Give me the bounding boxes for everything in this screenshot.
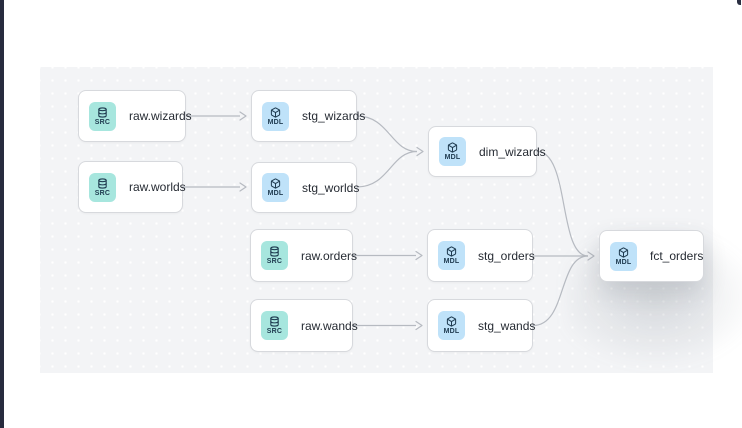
database-icon	[97, 177, 108, 189]
node-label: raw.wands	[301, 318, 358, 333]
edge-stg_worlds-to-dim_wizards	[356, 150, 418, 188]
node-label: raw.worlds	[129, 180, 186, 194]
node-raw_worlds[interactable]: SRC raw.worlds	[78, 161, 186, 213]
badge-label: MDL	[443, 258, 460, 265]
mdl-badge: MDL	[438, 241, 465, 270]
badge-label: MDL	[443, 328, 460, 335]
cube-icon	[446, 246, 457, 257]
arrowhead-icon	[587, 251, 595, 261]
cube-icon	[270, 106, 281, 118]
arrowhead-icon	[415, 250, 423, 261]
node-raw_orders[interactable]: SRC raw.orders	[250, 229, 357, 282]
node-label: dim_wizards	[479, 144, 546, 159]
cube-icon	[447, 142, 458, 153]
badge-label: SRC	[94, 118, 111, 126]
badge-label: MDL	[444, 154, 461, 161]
edge-stg_wizards-to-dim_wizards	[356, 115, 418, 153]
src-badge: SRC	[89, 172, 116, 202]
corner-artifact	[737, 0, 741, 5]
node-raw_wizards[interactable]: SRC raw.wizards	[78, 90, 192, 142]
arrowhead-icon	[239, 182, 247, 192]
node-label: stg_wands	[478, 318, 536, 333]
cube-icon	[446, 316, 457, 327]
edge-dim_wizards-to-fct_orders	[536, 150, 589, 257]
badge-label: MDL	[267, 190, 284, 197]
database-icon	[269, 316, 280, 327]
node-stg_worlds[interactable]: MDL stg_worlds	[251, 162, 360, 213]
badge-label: SRC	[266, 328, 283, 335]
arrowhead-icon	[416, 146, 424, 157]
cube-icon	[618, 246, 629, 258]
src-badge: SRC	[261, 311, 288, 340]
node-label: stg_wizards	[302, 109, 366, 123]
database-icon	[97, 106, 108, 118]
node-stg_wands[interactable]: MDL stg_wands	[427, 299, 536, 352]
mdl-badge: MDL	[439, 137, 466, 166]
mdl-badge: MDL	[262, 101, 289, 131]
edge-stg_wands-to-fct_orders	[532, 255, 589, 327]
window-left-edge	[0, 0, 4, 428]
node-dim_wizards[interactable]: MDL dim_wizards	[428, 126, 546, 177]
mdl-badge: MDL	[438, 311, 465, 340]
arrowhead-icon	[415, 320, 423, 331]
node-fct_orders[interactable]: MDL fct_orders	[599, 230, 704, 282]
node-raw_wands[interactable]: SRC raw.wands	[250, 299, 358, 352]
mdl-badge: MDL	[610, 241, 637, 271]
node-label: stg_worlds	[302, 180, 360, 195]
node-label: stg_orders	[478, 248, 535, 263]
database-icon	[269, 246, 280, 257]
badge-label: MDL	[615, 258, 632, 266]
node-stg_orders[interactable]: MDL stg_orders	[427, 229, 535, 282]
cube-icon	[270, 178, 281, 189]
mdl-badge: MDL	[262, 173, 289, 202]
arrowhead-icon	[239, 111, 247, 121]
node-label: fct_orders	[650, 249, 704, 263]
badge-label: SRC	[94, 189, 111, 197]
badge-label: MDL	[267, 118, 284, 126]
badge-label: SRC	[266, 258, 283, 265]
node-label: raw.wizards	[129, 109, 192, 123]
node-stg_wizards[interactable]: MDL stg_wizards	[251, 90, 365, 142]
node-label: raw.orders	[301, 248, 358, 263]
src-badge: SRC	[89, 101, 116, 131]
src-badge: SRC	[261, 241, 288, 270]
